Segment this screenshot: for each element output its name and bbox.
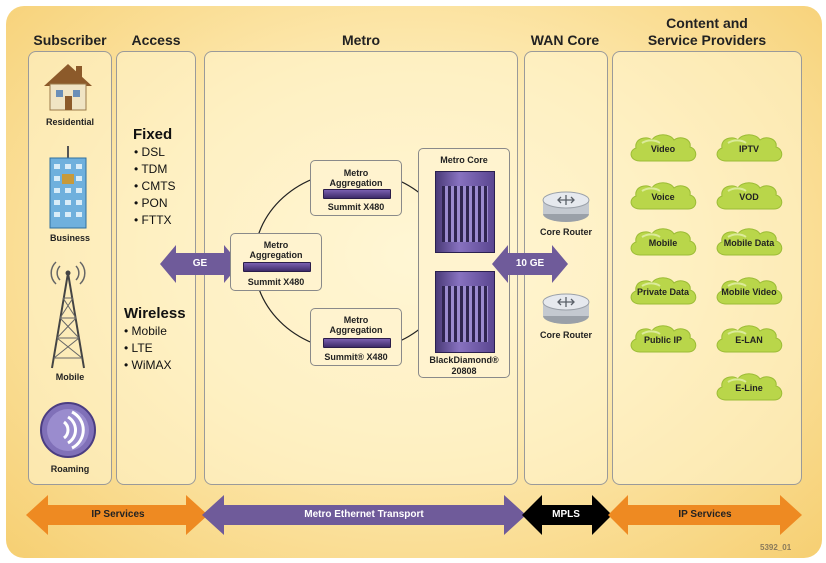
fixed-item: TDM: [134, 161, 176, 178]
service-cloud-label: Mobile Data: [723, 238, 775, 248]
switch-icon: [243, 262, 311, 272]
label-residential: Residential: [45, 117, 94, 127]
service-cloud: Video: [626, 131, 700, 169]
service-cloud-label: Mobile: [648, 238, 678, 248]
header-access: Access: [131, 32, 181, 48]
header-metro: Metro: [341, 32, 381, 48]
agg-left-title: Metro: [263, 240, 289, 250]
fixed-title: Fixed: [133, 126, 173, 143]
service-cloud: Mobile Data: [712, 225, 786, 263]
label-business: Business: [49, 233, 91, 243]
service-cloud: Private Data: [626, 274, 700, 312]
core-router-label: Core Router: [539, 227, 592, 237]
metro-core-title: Metro Core: [440, 155, 488, 165]
service-cloud-label: Private Data: [636, 287, 690, 297]
service-cloud-label: Mobile Video: [721, 287, 777, 297]
ge-link-arrow: [160, 245, 240, 283]
agg-bottom-model: Summit® X480: [324, 352, 388, 362]
core-router-label: Core Router: [539, 330, 592, 340]
ge-label: GE: [192, 258, 208, 269]
agg-bottom-title: Metro: [343, 315, 369, 325]
service-cloud: VOD: [712, 179, 786, 217]
metro-core-model-number: 20808: [451, 366, 477, 376]
wireless-list: Mobile LTE WiMAX: [124, 323, 172, 374]
service-cloud-label: Public IP: [643, 335, 682, 345]
metro-aggregation-top: Metro Aggregation Summit X480: [310, 160, 402, 216]
header-wan-core: WAN Core: [530, 32, 600, 48]
agg-top-title: Metro: [343, 168, 369, 178]
service-cloud-label: IPTV: [738, 144, 759, 154]
service-cloud: E-Line: [712, 370, 786, 408]
metro-aggregation-bottom: Metro Aggregation Summit® X480: [310, 308, 402, 366]
service-cloud: Voice: [626, 179, 700, 217]
service-cloud: Public IP: [626, 322, 700, 360]
header-subscriber: Subscriber: [33, 32, 107, 48]
agg-bottom-subtitle: Aggregation: [329, 325, 383, 335]
core-router-icon: [542, 191, 590, 222]
mpls-label: MPLS: [552, 509, 580, 520]
service-cloud-label: E-LAN: [735, 335, 763, 345]
ten-ge-link-arrow: [492, 245, 568, 283]
blackdiamond-chassis-icon: [435, 271, 495, 353]
wireless-item: Mobile: [124, 323, 172, 340]
figure-id: 5392_01: [760, 543, 792, 552]
fixed-item: DSL: [134, 144, 176, 161]
service-cloud: IPTV: [712, 131, 786, 169]
wireless-item: LTE: [124, 340, 172, 357]
service-cloud: E-LAN: [712, 322, 786, 360]
service-cloud-label: Video: [650, 144, 676, 154]
ten-ge-label: 10 GE: [515, 258, 545, 269]
label-roaming: Roaming: [50, 464, 90, 474]
metro-ethernet-label: Metro Ethernet Transport: [304, 509, 424, 520]
blackdiamond-chassis-icon: [435, 171, 495, 253]
fixed-item: PON: [134, 195, 176, 212]
service-cloud-label: VOD: [739, 192, 759, 202]
roaming-wifi-icon: [40, 402, 96, 458]
service-cloud-label: E-Line: [735, 383, 763, 393]
switch-icon: [323, 338, 391, 348]
header-content-line2: Service Providers: [647, 32, 767, 48]
agg-left-model: Summit X480: [247, 277, 305, 287]
ip-services-right-label: IP Services: [678, 509, 732, 520]
core-router-icon: [542, 293, 590, 324]
ip-services-left-label: IP Services: [91, 509, 145, 520]
service-cloud-label: Voice: [651, 192, 675, 202]
service-cloud: Mobile: [626, 225, 700, 263]
fixed-item: CMTS: [134, 178, 176, 195]
fixed-item: FTTX: [134, 212, 176, 229]
header-content-line1: Content and: [666, 15, 748, 31]
cell-tower-icon: [50, 261, 86, 369]
service-layer-bar: [26, 495, 802, 535]
label-mobile: Mobile: [55, 372, 85, 382]
wireless-title: Wireless: [124, 305, 186, 322]
agg-top-subtitle: Aggregation: [329, 178, 383, 188]
service-cloud: Mobile Video: [712, 274, 786, 312]
wireless-item: WiMAX: [124, 357, 172, 374]
agg-top-model: Summit X480: [327, 202, 385, 212]
office-building-icon: [49, 146, 87, 229]
metro-core-model: BlackDiamond®: [429, 355, 499, 365]
metro-aggregation-left: Metro Aggregation Summit X480: [230, 233, 322, 291]
fixed-list: DSL TDM CMTS PON FTTX: [134, 144, 176, 229]
switch-icon: [323, 189, 391, 199]
agg-left-subtitle: Aggregation: [249, 250, 303, 260]
house-icon: [44, 64, 92, 111]
content-panel: [612, 51, 802, 485]
